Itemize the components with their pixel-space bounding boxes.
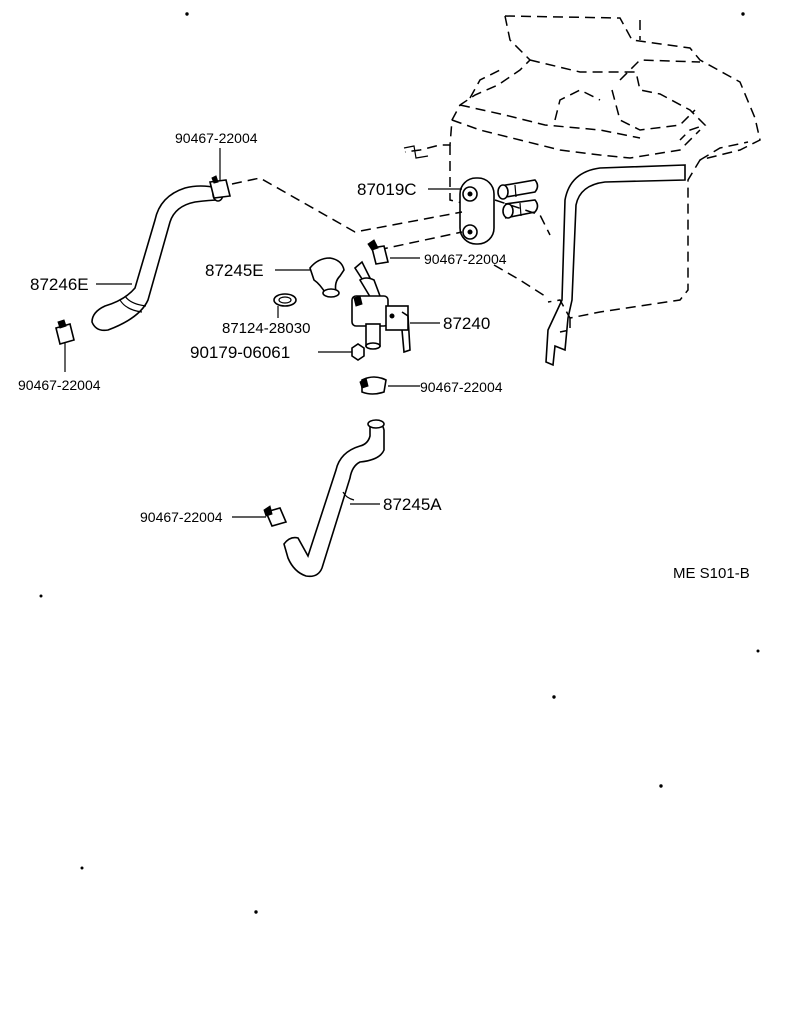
clamp-90467-valve-top bbox=[367, 239, 420, 265]
diagram-reference-code: ME S101-B bbox=[673, 565, 750, 582]
hose-87245a bbox=[283, 419, 385, 578]
label-hose-87245e: 87245E bbox=[205, 261, 264, 280]
clamp-90467-lower bbox=[232, 505, 288, 527]
clamp-90467-top bbox=[209, 148, 231, 199]
label-clamp-87124-28030: 87124-28030 bbox=[222, 320, 310, 337]
grommet-87019c bbox=[459, 177, 495, 245]
leader-lines bbox=[96, 188, 462, 285]
hose-87246e bbox=[91, 185, 224, 332]
bolt-90179-06061 bbox=[318, 343, 365, 361]
hose-87245e bbox=[275, 257, 345, 298]
label-hose-87245a: 87245A bbox=[383, 495, 442, 514]
housing-bracket bbox=[403, 145, 686, 367]
label-bolt-90179-06061: 90179-06061 bbox=[190, 343, 290, 362]
label-grommet-87019c: 87019C bbox=[357, 180, 417, 199]
heater-core-pipes bbox=[497, 179, 539, 219]
clamp-90467-left bbox=[55, 319, 75, 372]
label-clamp-top: 90467-22004 bbox=[175, 130, 258, 146]
label-clamp-valve-bottom: 90467-22004 bbox=[420, 379, 503, 395]
label-valve-87240: 87240 bbox=[443, 314, 490, 333]
label-clamp-valve-top: 90467-22004 bbox=[424, 251, 507, 267]
label-hose-87246e: 87246E bbox=[30, 275, 89, 294]
label-clamp-left: 90467-22004 bbox=[18, 377, 101, 393]
scan-speckles bbox=[39, 12, 760, 914]
heater-unit-housing bbox=[404, 15, 761, 333]
label-clamp-lower: 90467-22004 bbox=[140, 509, 223, 525]
assembly-alignment-lines bbox=[231, 177, 463, 251]
clamp-87124-28030 bbox=[273, 293, 297, 318]
water-valve-87240 bbox=[351, 260, 440, 354]
clamp-90467-valve-bottom bbox=[359, 376, 420, 395]
